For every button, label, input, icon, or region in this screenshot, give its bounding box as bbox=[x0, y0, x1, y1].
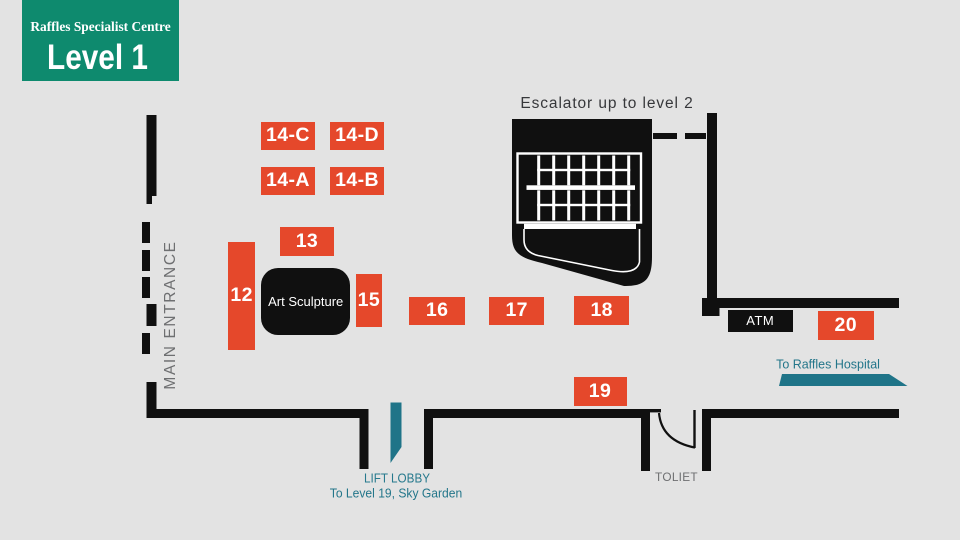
toilet-label: TOLIET bbox=[655, 470, 698, 484]
wall-right-horizontal bbox=[702, 298, 899, 308]
art-sculpture-label: Art Sculpture bbox=[268, 293, 344, 309]
unit-box-20: 20 bbox=[817, 311, 874, 340]
wall-toilet-left bbox=[641, 409, 650, 471]
lift-arrow-icon bbox=[390, 402, 402, 463]
unit-box-14-b: 14-B bbox=[330, 166, 385, 196]
wall-left-bottom bbox=[146, 382, 157, 418]
main-entrance-label: MAIN ENTRANCE bbox=[162, 240, 179, 390]
wall-bottom-left bbox=[146, 409, 369, 418]
door-leaf bbox=[693, 410, 696, 448]
unit-box-18: 18 bbox=[574, 295, 629, 325]
unit-box-13: 13 bbox=[280, 226, 334, 256]
unit-box-19: 19 bbox=[573, 377, 627, 407]
wall-bottom-right bbox=[702, 409, 899, 418]
wall-toilet-right bbox=[702, 409, 711, 471]
atm-label: ATM bbox=[746, 313, 775, 329]
unit-box-12: 12 bbox=[228, 242, 256, 350]
unit-box-14-a: 14-A bbox=[260, 166, 315, 196]
unit-box-15: 15 bbox=[356, 273, 382, 328]
escalator-dashes bbox=[653, 133, 706, 139]
level-title: Level 1 bbox=[47, 38, 148, 77]
escalator-label: Escalator up to level 2 bbox=[520, 95, 694, 112]
map-title-card: Raffles Specialist Centre Level 1 bbox=[22, 0, 179, 81]
wall-left-top bbox=[146, 115, 157, 196]
wall-bottom-mid bbox=[424, 409, 650, 418]
walls bbox=[142, 113, 899, 471]
door-arc-icon bbox=[657, 412, 696, 449]
door-ledge bbox=[650, 409, 661, 413]
wall-right-vertical bbox=[707, 113, 717, 309]
lift-lobby-destination-label: To Level 19, Sky Garden bbox=[329, 485, 462, 500]
escalator-icon bbox=[512, 119, 652, 287]
unit-box-14-c: 14-C bbox=[260, 121, 315, 151]
unit-box-17: 17 bbox=[489, 296, 545, 325]
atm-booth: ATM bbox=[728, 309, 793, 332]
hospital-arrow-icon bbox=[779, 374, 908, 386]
hospital-direction-label: To Raffles Hospital bbox=[775, 356, 880, 371]
wall-left-step bbox=[146, 196, 152, 204]
unit-box-16: 16 bbox=[409, 296, 465, 325]
wall-left-stub bbox=[146, 304, 157, 326]
centre-name: Raffles Specialist Centre bbox=[30, 19, 171, 34]
lift-lobby-label: LIFT LOBBY bbox=[363, 470, 430, 485]
wall-right-junction bbox=[702, 298, 720, 316]
entrance-dashes bbox=[142, 222, 150, 354]
wall-lobby-right bbox=[424, 409, 433, 469]
art-sculpture: Art Sculpture bbox=[261, 267, 350, 335]
wall-lobby-left bbox=[359, 409, 369, 469]
unit-box-14-d: 14-D bbox=[330, 121, 385, 151]
